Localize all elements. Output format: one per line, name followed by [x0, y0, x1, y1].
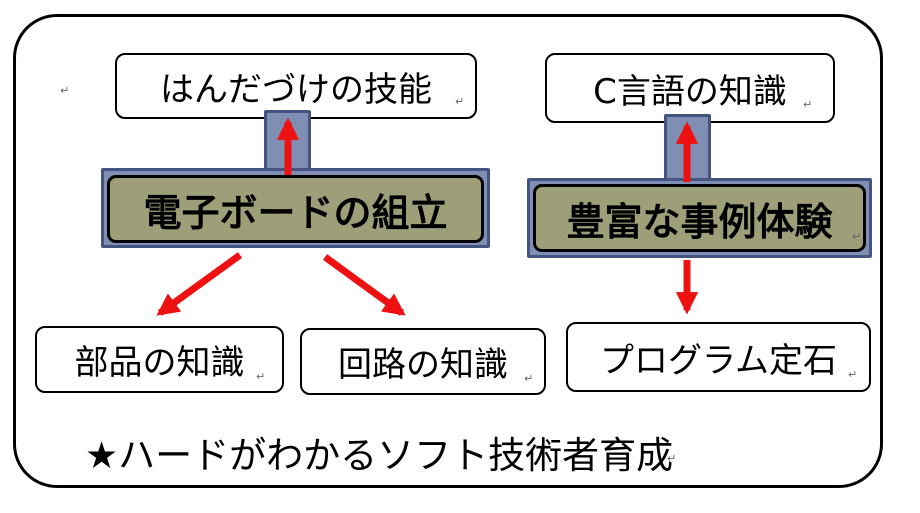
- node-board-assembly-label: 電子ボードの組立: [143, 190, 448, 235]
- return-mark-8: ↵: [667, 452, 677, 465]
- return-mark-6: ↵: [524, 372, 534, 385]
- node-program-patterns-label: プログラム定石: [600, 340, 837, 381]
- node-circuit-knowledge-label: 回路の知識: [338, 345, 508, 385]
- node-case-experience: 豊富な事例体験: [533, 184, 866, 252]
- return-mark-5: ↵: [256, 370, 266, 383]
- outer-frame: [13, 14, 883, 488]
- arrow-to-parts: [156, 252, 243, 316]
- node-parts-knowledge-label: 部品の知識: [74, 343, 245, 383]
- return-mark-2: ↵: [455, 95, 465, 108]
- node-c-language-label: C言語の知識: [593, 71, 787, 112]
- node-board-assembly: 電子ボードの組立: [107, 175, 484, 243]
- node-circuit-knowledge: 回路の知識: [300, 328, 546, 395]
- return-mark-1: ↵: [60, 84, 70, 97]
- return-mark-7: ↵: [848, 368, 858, 381]
- return-mark-4: ↵: [852, 230, 862, 243]
- node-parts-knowledge: 部品の知識: [35, 326, 284, 393]
- node-soldering-label: はんだづけの技能: [160, 69, 432, 110]
- footer-caption: ★ハードがわかるソフト技術者育成: [85, 434, 674, 477]
- return-mark-3: ↵: [803, 98, 813, 111]
- node-program-patterns: プログラム定石: [566, 322, 871, 392]
- arrow-to-circuit: [322, 254, 406, 316]
- node-case-experience-label: 豊富な事例体験: [566, 199, 833, 244]
